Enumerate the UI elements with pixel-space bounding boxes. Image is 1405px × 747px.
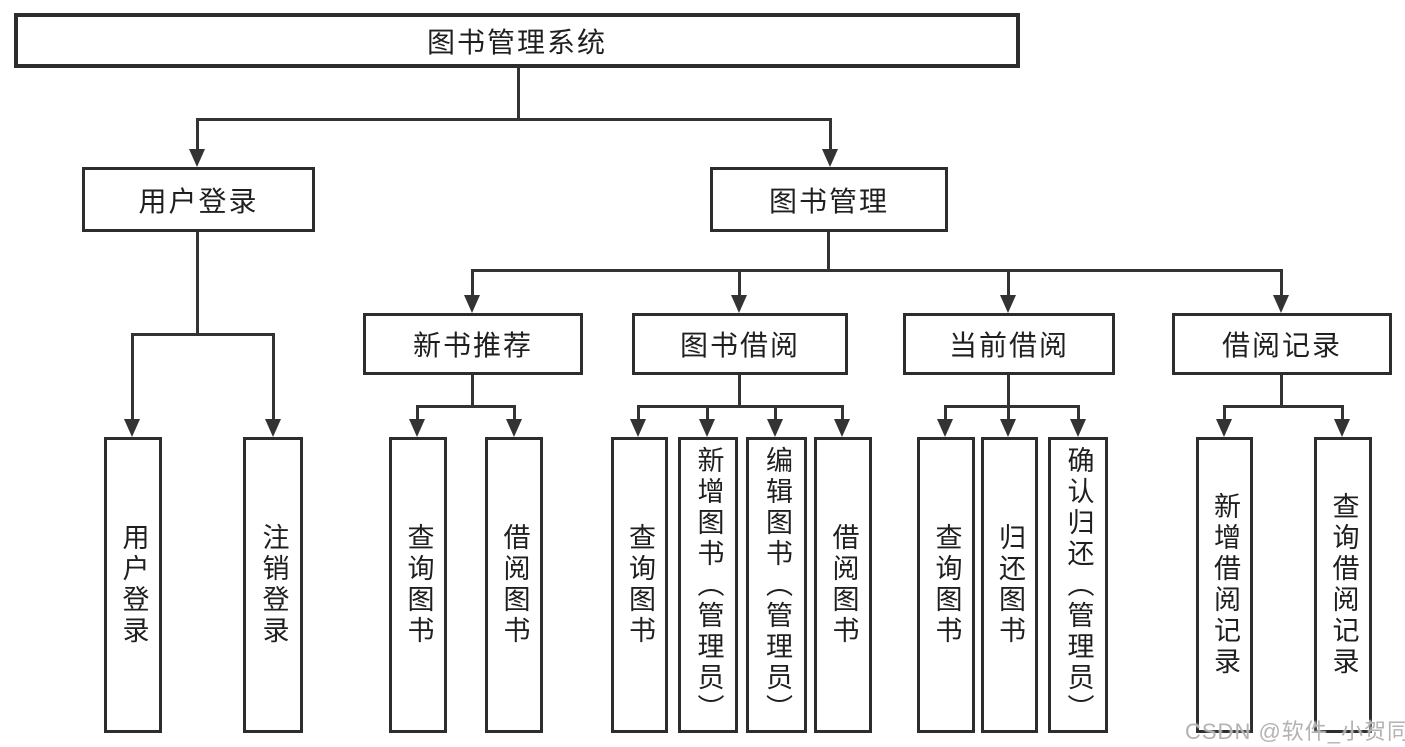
node-label: 查询图书 [625, 523, 655, 647]
arrowhead-icon [1216, 419, 1232, 437]
node-label: 图书管理系统 [426, 26, 607, 58]
connector-line [1223, 405, 1344, 408]
arrowhead-icon [834, 419, 850, 437]
leaf-query-books-recommend: 查询图书 [389, 437, 447, 733]
node-label: 查询图书 [931, 523, 962, 647]
arrowhead-icon [699, 419, 715, 437]
arrowhead-icon [464, 295, 480, 313]
leaf-query-books-borrowing: 查询图书 [611, 437, 668, 733]
connector-line [1341, 405, 1344, 421]
arrowhead-icon [1070, 419, 1086, 437]
connector-line [1223, 405, 1226, 421]
arrowhead-icon [1000, 419, 1016, 437]
connector-line [471, 269, 474, 297]
arrowhead-icon [1334, 419, 1350, 437]
node-label: 借阅记录 [1221, 330, 1342, 361]
leaf-logout: 注销登录 [243, 437, 303, 733]
leaf-user-login: 用户登录 [104, 437, 162, 733]
connector-line [1007, 269, 1010, 297]
node-label: 编辑图书（管理员） [762, 445, 792, 725]
leaf-query-books-current: 查询图书 [917, 437, 975, 733]
node-label: 归还图书 [995, 523, 1025, 647]
connector-line [131, 333, 134, 421]
connector-line [1077, 405, 1080, 421]
leaf-add-books-admin: 新增图书（管理员） [678, 437, 738, 733]
connector-line [1007, 405, 1010, 421]
node-label: 新增图书（管理员） [693, 445, 724, 725]
connector-line [1280, 269, 1283, 297]
connector-line [1280, 375, 1283, 408]
node-label: 注销登录 [258, 523, 289, 647]
arrowhead-icon [506, 419, 522, 437]
arrowhead-icon [1000, 295, 1016, 313]
leaf-add-borrow-record: 新增借阅记录 [1196, 437, 1253, 733]
leaf-borrow-books: 借阅图书 [814, 437, 872, 733]
node-current-borrowing: 当前借阅 [903, 313, 1115, 375]
arrowhead-icon [189, 149, 205, 167]
leaf-query-borrow-record: 查询借阅记录 [1314, 437, 1372, 733]
arrowhead-icon [1273, 295, 1289, 313]
node-label: 查询借阅记录 [1328, 492, 1359, 678]
node-book-management: 图书管理 [710, 167, 948, 232]
connector-line [272, 333, 275, 421]
node-book-borrowing: 图书借阅 [632, 313, 848, 375]
arrowhead-icon [822, 149, 838, 167]
csdn-watermark: CSDN @软件_小贺同学 [1185, 719, 1405, 744]
connector-line [416, 405, 516, 408]
connector-line [1007, 375, 1010, 408]
connector-line [416, 405, 419, 421]
arrowhead-icon [630, 419, 646, 437]
connector-line [131, 333, 275, 336]
node-label: 新增借阅记录 [1210, 492, 1240, 678]
connector-line [513, 405, 516, 421]
arrowhead-icon [265, 419, 281, 437]
node-label: 当前借阅 [948, 330, 1069, 361]
connector-line [196, 118, 199, 150]
connector-line [944, 405, 1080, 408]
connector-line [517, 67, 520, 120]
connector-line [827, 232, 830, 272]
connector-line [841, 405, 844, 421]
node-borrowing-records: 借阅记录 [1172, 313, 1392, 375]
connector-line [196, 118, 832, 121]
node-label: 确认归还（管理员） [1063, 445, 1094, 725]
node-label: 图书管理 [768, 185, 889, 217]
node-new-book-recommendation: 新书推荐 [363, 313, 583, 375]
leaf-confirm-return-admin: 确认归还（管理员） [1048, 437, 1108, 733]
node-label: 用户登录 [138, 185, 259, 217]
connector-line [774, 405, 777, 421]
leaf-edit-books-admin: 编辑图书（管理员） [746, 437, 807, 733]
node-label: 借阅图书 [499, 523, 530, 647]
connector-line [944, 405, 947, 421]
node-label: 新书推荐 [412, 330, 533, 361]
connector-line [196, 232, 199, 336]
connector-line [706, 405, 709, 421]
leaf-return-books: 归还图书 [981, 437, 1038, 733]
connector-line [471, 269, 1283, 272]
connector-line [738, 375, 741, 408]
leaf-borrow-books-recommend: 借阅图书 [485, 437, 543, 733]
node-label: 用户登录 [118, 523, 149, 647]
node-label: 图书借阅 [679, 330, 800, 361]
arrowhead-icon [767, 419, 783, 437]
arrowhead-icon [937, 419, 953, 437]
arrowhead-icon [124, 419, 140, 437]
connector-line [637, 405, 640, 421]
connector-line [637, 405, 844, 408]
arrowhead-icon [731, 295, 747, 313]
node-user-login: 用户登录 [82, 167, 315, 232]
node-label: 借阅图书 [828, 523, 859, 647]
arrowhead-icon [409, 419, 425, 437]
connector-line [738, 269, 741, 297]
connector-line [471, 375, 474, 408]
node-library-management-system: 图书管理系统 [14, 13, 1020, 68]
node-label: 查询图书 [403, 523, 434, 647]
connector-line [829, 118, 832, 150]
